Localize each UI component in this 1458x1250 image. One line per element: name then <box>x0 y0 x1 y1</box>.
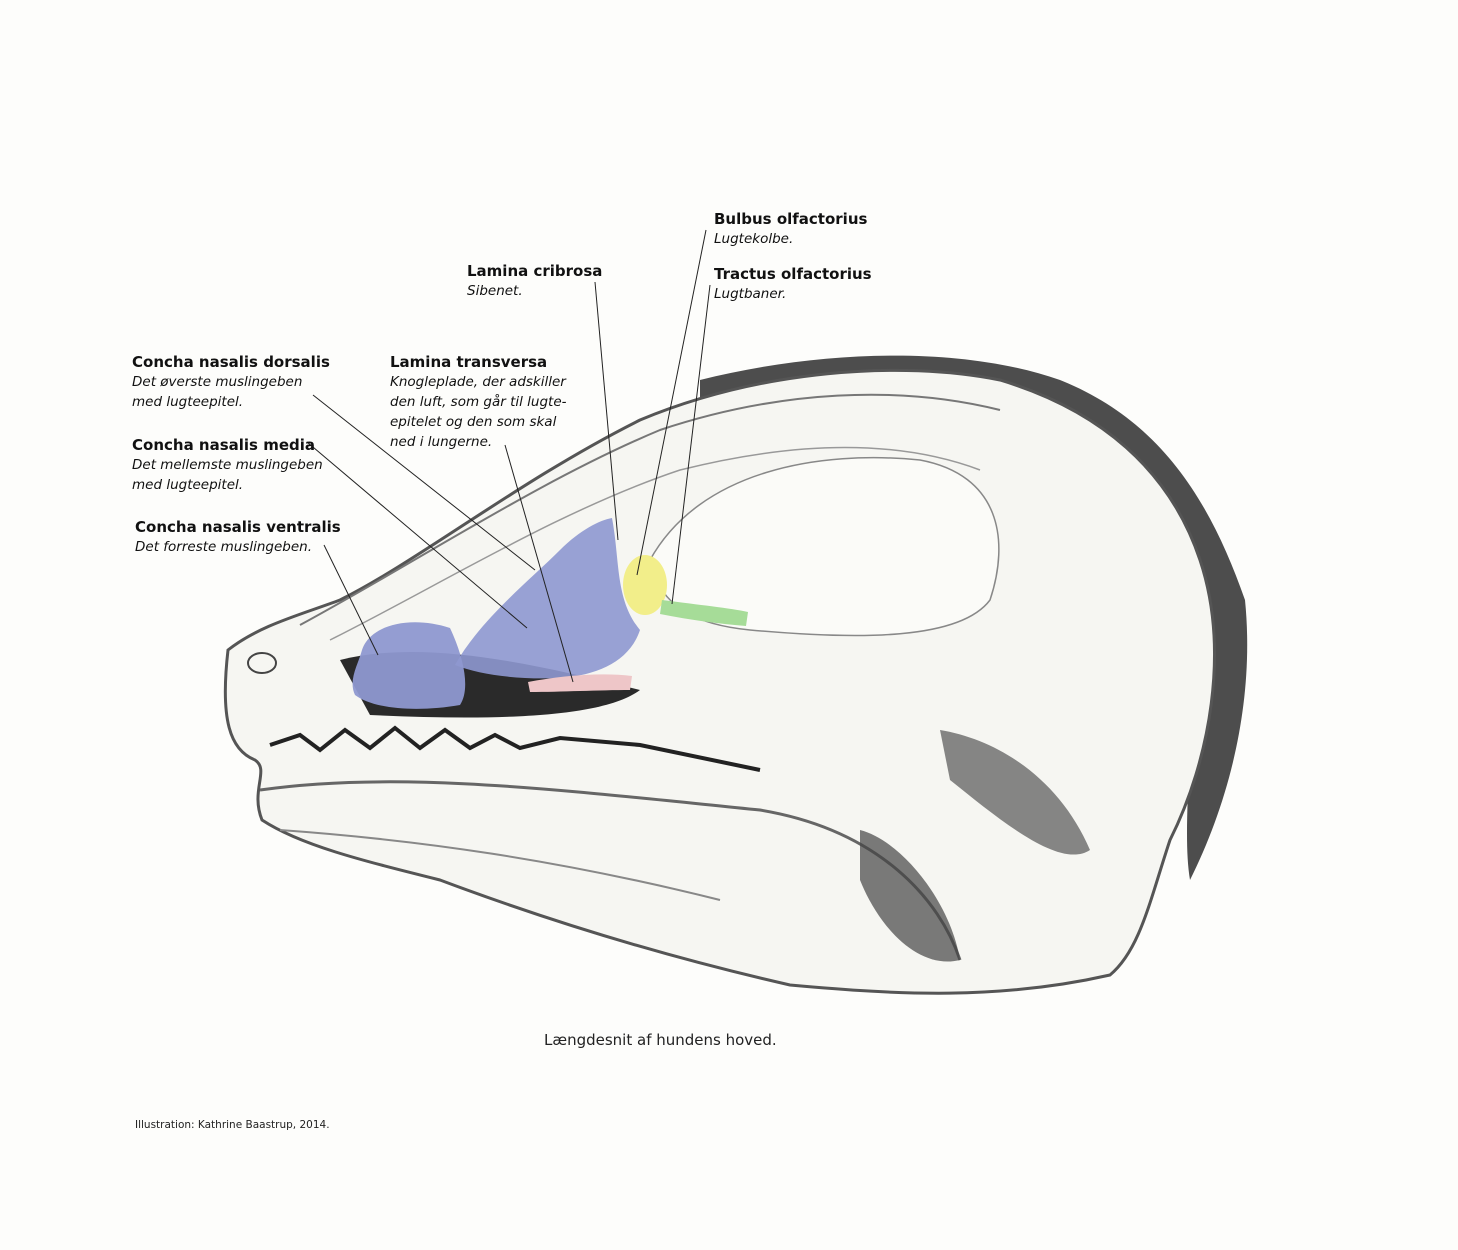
label-title: Concha nasalis dorsalis <box>132 353 330 371</box>
upper-teeth <box>269 725 761 772</box>
label-title: Concha nasalis media <box>132 436 315 454</box>
label-title: Bulbus olfactorius <box>714 210 868 228</box>
nostril <box>247 652 277 674</box>
leader-lines <box>306 229 711 683</box>
label-lamina-cribrosa: Lamina cribrosa Sibenet. <box>467 261 602 301</box>
label-description: Det mellemste muslingeben med lugteepite… <box>132 457 323 493</box>
label-concha-nasalis-media: Concha nasalis media Det mellemste musli… <box>132 435 323 495</box>
lamina-transversa <box>528 674 632 692</box>
cranial-cavity <box>649 456 1000 637</box>
tractus-olfactorius <box>660 600 748 626</box>
illustration-credit: Illustration: Kathrine Baastrup, 2014. <box>135 1119 330 1131</box>
nasal-bone-line <box>299 393 1001 626</box>
label-description: Det forreste muslingeben. <box>135 539 313 555</box>
label-description: Sibenet. <box>467 283 523 299</box>
label-description: Lugtekolbe. <box>714 231 794 247</box>
figure-caption: Længdesnit af hundens hoved. <box>544 1031 777 1049</box>
label-title: Lamina cribrosa <box>467 262 603 280</box>
nasal-bone-line <box>329 446 981 641</box>
bulbus-olfactorius <box>623 555 667 615</box>
label-concha-nasalis-dorsalis: Concha nasalis dorsalis Det øverste musl… <box>132 352 330 412</box>
label-bulbus-olfactorius: Bulbus olfactorius Lugtekolbe. <box>714 209 867 249</box>
label-tractus-olfactorius: Tractus olfactorius Lugtbaner. <box>714 264 872 304</box>
label-description: Lugtbaner. <box>714 286 787 302</box>
label-title: Tractus olfactorius <box>714 265 872 283</box>
label-description: Det øverste muslingeben med lugteepitel. <box>132 374 303 410</box>
label-lamina-transversa: Lamina transversa Knogleplade, der adski… <box>390 352 567 452</box>
label-title: Lamina transversa <box>390 353 548 371</box>
label-concha-nasalis-ventralis: Concha nasalis ventralis Det forreste mu… <box>135 517 341 557</box>
concha-nasalis-dorsalis-media <box>455 518 640 679</box>
neck-muscle <box>940 730 1090 855</box>
lower-jaw-line <box>279 829 721 901</box>
label-description: Knogleplade, der adskiller den luft, som… <box>390 374 567 450</box>
concha-nasalis-ventralis <box>352 622 466 709</box>
pharynx-shadow <box>860 830 960 962</box>
label-title: Concha nasalis ventralis <box>135 518 341 536</box>
